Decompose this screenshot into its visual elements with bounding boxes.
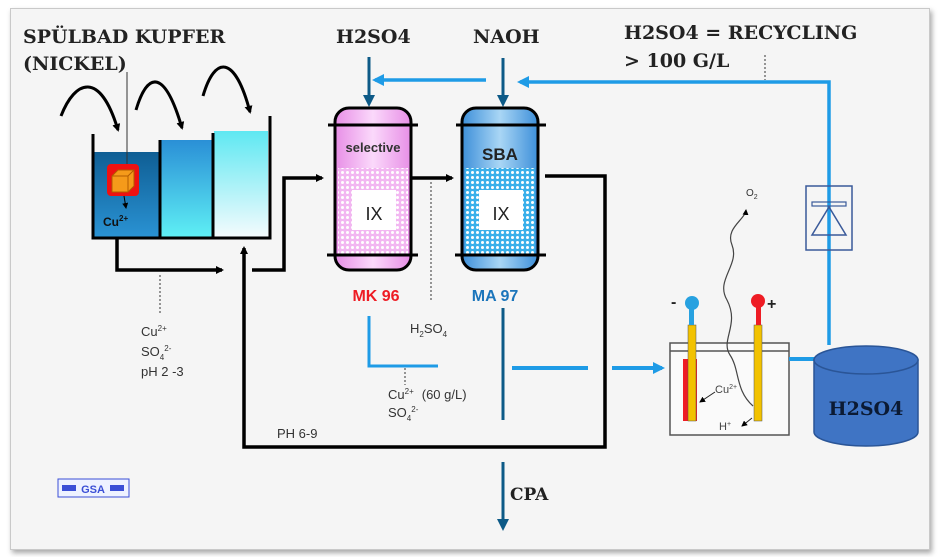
title-line2: (NICKEL) (23, 53, 127, 75)
oxygen-path (723, 209, 754, 407)
base-inlet-label: NAOH (473, 26, 540, 48)
column-mk96-name: MK 96 (352, 288, 399, 305)
electrolysis-cell: - + O2 Cu2+ H+ (669, 188, 790, 436)
gsa-logo: GSA (57, 478, 130, 498)
eluate-composition: H2SO4 Cu2+(60 g/L) SO42- (388, 321, 467, 423)
acid-storage-tank: H2SO4 (813, 345, 919, 447)
cathode-terminal-icon (685, 296, 699, 310)
transfer-arc-3 (201, 65, 253, 114)
oxygen-label: O (746, 188, 754, 199)
rinse-tank-3 (214, 131, 268, 238)
transfer-arc-1 (59, 85, 121, 132)
anode-terminal-icon (751, 294, 765, 308)
copper-part-icon (107, 164, 139, 196)
svg-text:SO42-: SO42- (141, 344, 172, 362)
rinse-tank-2 (160, 140, 212, 238)
rinse-outflow-composition: Cu2+ SO42- pH 2 -3 (141, 324, 184, 379)
cathode-electrode (687, 324, 697, 422)
transfer-arc-2 (134, 80, 185, 130)
acid-recycle-line (372, 74, 831, 345)
diagram-frame (10, 8, 930, 550)
svg-text:pH 2 -3: pH 2 -3 (141, 364, 184, 379)
return-ph-label: PH 6-9 (277, 426, 317, 441)
column-ma97-type: SBA (482, 145, 518, 164)
title-line1: SPÜLBAD KUPFER (23, 25, 225, 48)
process-lines (115, 174, 607, 449)
svg-text:Cu2+: Cu2+ (103, 214, 128, 229)
recycling-label-line1: H2SO4 = RECYCLING (624, 22, 857, 44)
column-mk96-type: selective (346, 140, 401, 155)
gsa-logo-text: GSA (81, 484, 105, 496)
svg-text:Cu2+: Cu2+ (141, 324, 167, 339)
svg-text:Cu2+: Cu2+ (715, 384, 737, 396)
svg-text:Cu2+(60 g/L): Cu2+(60 g/L) (388, 387, 467, 402)
column-ma97-name: MA 97 (472, 288, 519, 305)
svg-text:O2: O2 (746, 188, 758, 201)
svg-text:H2SO4: H2SO4 (410, 321, 448, 339)
anode-electrode (753, 324, 763, 422)
acid-inlet-label: H2SO4 (336, 26, 411, 48)
column-mk96-core: IX (365, 204, 382, 224)
eluate-line (367, 316, 438, 368)
h-ion-label: H (719, 421, 727, 433)
column-mk96: selective IX (327, 106, 418, 272)
rinse-tank-ion-charge: 2+ (119, 214, 128, 223)
cpa-label: CPA (510, 485, 549, 505)
cu-ion-label: Cu (715, 384, 729, 396)
svg-text:SO42-: SO42- (388, 405, 419, 423)
column-ma97: SBA IX (455, 106, 546, 272)
cathode-sign: - (671, 294, 676, 311)
svg-text:H+: H+ (719, 421, 731, 433)
pump-icon (805, 185, 853, 251)
column-ma97-core: IX (492, 204, 509, 224)
anode-sign: + (767, 296, 776, 313)
rinse-tank-cascade: Cu2+ (59, 65, 272, 240)
rinse-tank-ion: Cu (103, 215, 119, 229)
recycling-label-line2: > 100 G/L (624, 50, 729, 72)
acid-tank-label: H2SO4 (829, 398, 904, 420)
